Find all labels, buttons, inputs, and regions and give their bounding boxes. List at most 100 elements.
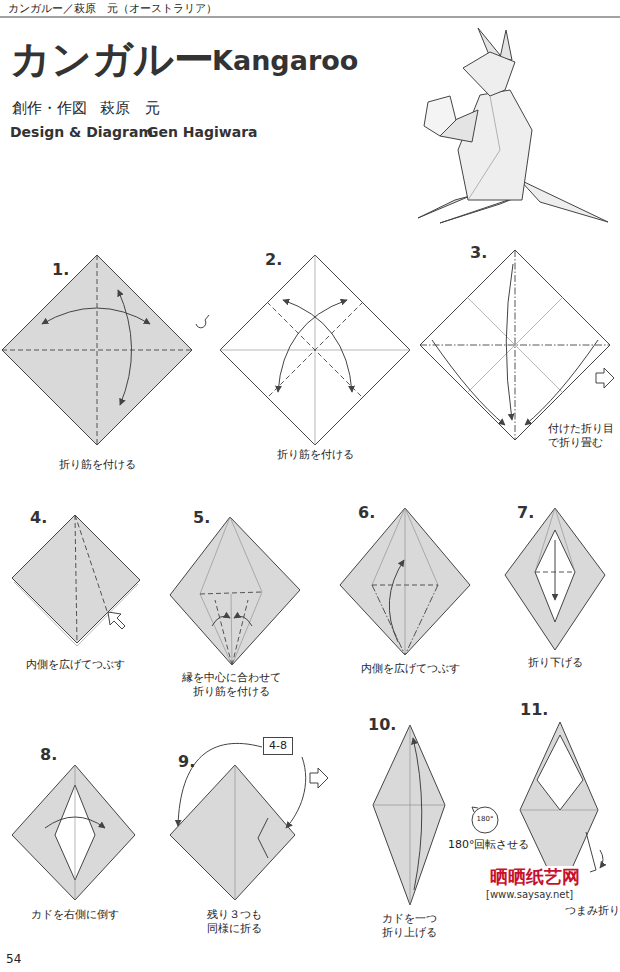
watermark-url: [www.saysay.net] (484, 889, 575, 902)
step-range: 4-8 (269, 739, 287, 752)
step-3-stroke (525, 340, 598, 425)
step-5-stroke (212, 616, 230, 626)
header-rule (0, 17, 620, 18)
step-3-stroke (432, 340, 505, 425)
step-6-stroke (405, 508, 438, 585)
step-1-stroke (2, 255, 192, 445)
step-3-stroke (467, 297, 563, 393)
step-8-stroke (45, 817, 105, 828)
step-number: 7. (517, 503, 534, 523)
rotate-angle: 180° (477, 815, 494, 824)
step-8-stroke (12, 765, 135, 900)
kangaroo-model (418, 28, 608, 223)
page-number: 54 (6, 952, 21, 967)
step-4 (12, 515, 140, 646)
step-3-stroke (467, 297, 563, 393)
step-7-stroke (555, 540, 556, 600)
step-caption: 縁を中心に合わせて 折り筋を付ける (181, 671, 283, 699)
next-step-arrow (596, 368, 614, 388)
step-caption: 内側を広げてつぶす (361, 662, 460, 676)
step-caption: 付けた折り目で折り畳む (546, 422, 617, 450)
step-caption: カドを右側に倒す (31, 908, 119, 922)
kangaroo-model-stroke (424, 96, 456, 136)
step-caption: 折り筋を付ける (277, 448, 354, 462)
step-2 (220, 255, 410, 445)
step-5-stroke (200, 594, 232, 665)
step-7-stroke (535, 530, 575, 622)
step-10-stroke (413, 738, 422, 890)
step-10-stroke (410, 725, 411, 905)
step-caption: カドを一つ 折り上げる (379, 912, 441, 940)
step-5-stroke (170, 517, 300, 665)
step-10-stroke (472, 807, 478, 812)
step-11-stroke (520, 810, 598, 811)
step-11-stroke (586, 832, 596, 872)
step-number: 8. (40, 745, 57, 765)
step-5-stroke (200, 517, 230, 594)
step-4-stroke (75, 515, 77, 643)
step-8-stroke (75, 765, 76, 900)
title-english: Kangaroo (212, 44, 358, 78)
step-11-stroke (537, 735, 583, 810)
step-10 (373, 725, 498, 905)
credit-label: Design & Diagram (10, 124, 153, 142)
kangaroo-model-stroke (463, 52, 515, 96)
step-1 (2, 255, 209, 445)
step-5 (170, 517, 300, 665)
step-4-stroke (12, 515, 140, 643)
kangaroo-model-stroke (520, 180, 608, 222)
step-2-stroke (283, 300, 352, 392)
watermark: 晒晒纸艺网 (488, 866, 582, 889)
step-6-stroke (372, 508, 405, 585)
title: カンガルー (10, 34, 214, 84)
step-5-stroke (234, 616, 252, 626)
step-3-stroke (420, 250, 610, 440)
step-9-stroke (170, 765, 295, 900)
step-5-stroke (215, 600, 232, 665)
step-9-stroke (258, 818, 268, 858)
step-4-stroke (75, 515, 107, 611)
step-5-stroke (232, 600, 248, 665)
step-2-stroke (278, 300, 347, 392)
step-1-stroke (2, 350, 192, 351)
step-9 (170, 743, 328, 900)
step-caption: 折り下げる (528, 656, 583, 670)
step-number: 11. (520, 700, 548, 720)
step-2-stroke (220, 255, 410, 445)
kangaroo-model-stroke (458, 90, 532, 200)
step-6 (340, 508, 470, 655)
kangaroo-model-stroke (468, 150, 500, 200)
step-6-stroke (405, 585, 438, 655)
step-caption: つまみ折り (563, 904, 620, 918)
kangaroo-model-stroke (418, 196, 470, 218)
step-number: 5. (193, 508, 210, 528)
step-10-stroke (373, 805, 445, 806)
kangaroo-model-stroke (490, 96, 500, 150)
push-pointer (108, 612, 125, 629)
next-step-arrow (310, 768, 328, 788)
header-text: カンガルー／萩原 元（オーストラリア） (8, 2, 217, 16)
author-name: Gen Hagiwara (147, 124, 258, 142)
step-1-stroke (118, 290, 132, 405)
step-7-stroke (535, 508, 555, 572)
step-number: 1. (52, 260, 69, 280)
step-1-stroke (97, 255, 98, 445)
step-number: 2. (265, 250, 282, 270)
step-1-stroke (42, 308, 150, 324)
step-7-stroke (555, 508, 575, 572)
reference-box: 4-8 (263, 737, 293, 755)
step-11-stroke (600, 850, 603, 868)
step-10-stroke (373, 725, 445, 905)
step-9-stroke (286, 757, 306, 828)
step-3 (420, 250, 614, 440)
step-3-stroke (506, 264, 513, 420)
step-6-stroke (372, 585, 405, 655)
step-5-stroke (230, 517, 262, 592)
step-7 (505, 508, 605, 650)
step-5-stroke (231, 594, 232, 665)
step-9-stroke (235, 765, 236, 900)
rotate-icon (472, 807, 498, 833)
step-number: 10. (368, 715, 396, 735)
